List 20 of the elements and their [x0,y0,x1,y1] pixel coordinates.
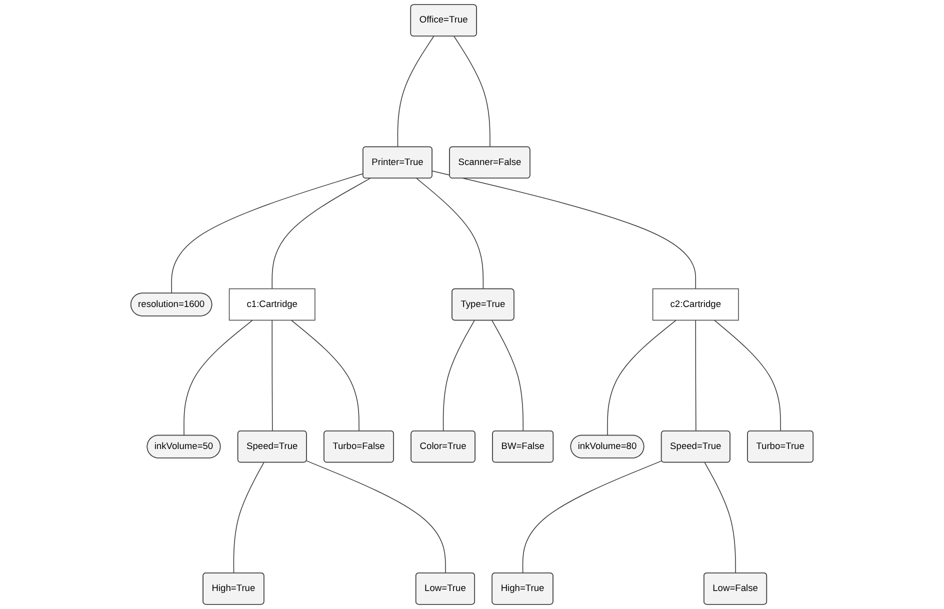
connector [695,320,696,432]
connector [607,320,676,436]
connector [714,320,781,432]
connector [397,36,434,148]
connector [492,320,524,432]
connector [233,462,264,574]
connector [184,320,253,436]
connector [522,460,662,574]
connector [432,170,696,290]
connector [442,320,475,432]
connector [171,173,364,294]
node-box: c2:Cartridge [652,288,739,321]
node-box: c1:Cartridge [228,288,316,321]
connector [454,36,490,148]
connector [704,462,736,574]
connector [272,178,370,290]
connector [306,460,446,574]
connector [416,178,484,290]
connector [290,320,360,432]
connector [272,320,273,432]
